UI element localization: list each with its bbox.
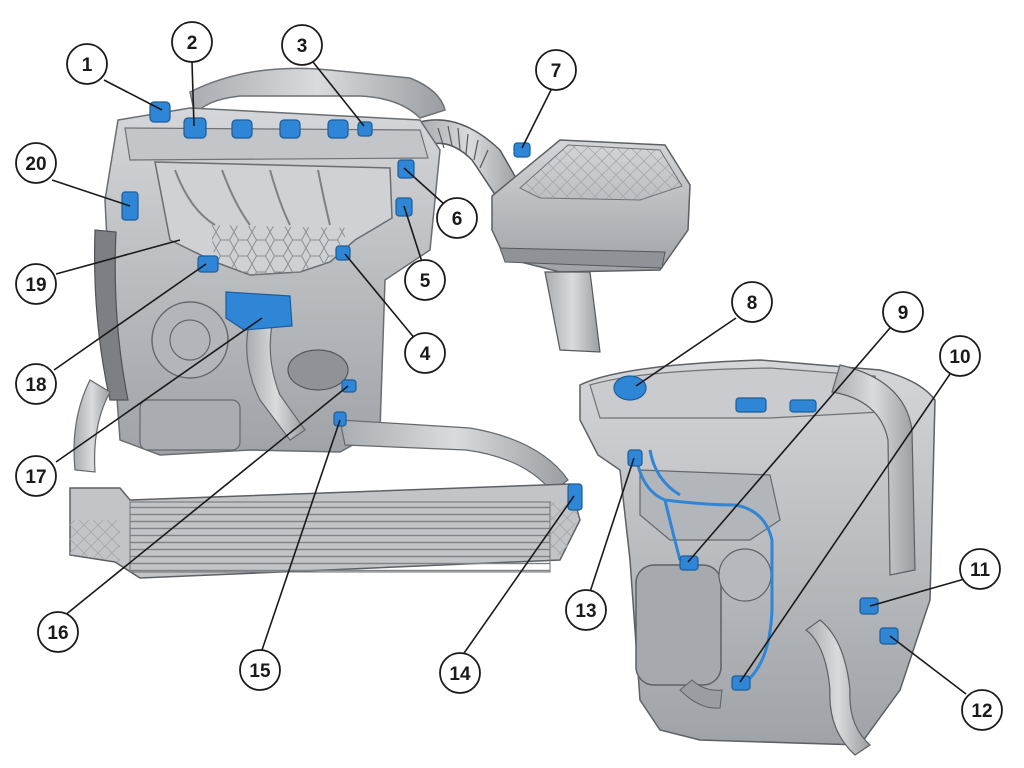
callout-16-number: 16 bbox=[47, 623, 68, 644]
sensor-11 bbox=[859, 597, 879, 615]
sensor-3 bbox=[357, 121, 373, 137]
callout-6: 6 bbox=[436, 197, 478, 239]
intercooler-core bbox=[129, 501, 551, 573]
air-filter-box bbox=[491, 139, 691, 353]
callout-1-number: 1 bbox=[82, 55, 93, 76]
sensor-2 bbox=[183, 117, 207, 139]
callout-16: 16 bbox=[37, 611, 79, 653]
sensor-12 bbox=[879, 627, 899, 645]
callout-3-number: 3 bbox=[297, 36, 308, 57]
callout-7: 7 bbox=[535, 49, 577, 91]
sensor-8 bbox=[613, 375, 647, 401]
injector-coil-a bbox=[231, 119, 253, 139]
cylinder-head bbox=[124, 127, 429, 161]
callout-11-number: 11 bbox=[970, 560, 991, 581]
callout-14: 14 bbox=[439, 652, 481, 694]
callout-18-number: 18 bbox=[25, 375, 46, 396]
intercooler-outlet-pipe bbox=[339, 419, 569, 493]
callout-6-number: 6 bbox=[452, 209, 463, 230]
left-engine-assembly bbox=[69, 67, 581, 579]
callout-2-number: 2 bbox=[187, 33, 198, 54]
callout-4: 4 bbox=[404, 332, 446, 374]
compressor bbox=[139, 399, 241, 451]
callout-9: 9 bbox=[882, 291, 924, 333]
callout-12: 12 bbox=[961, 689, 1003, 731]
callout-2: 2 bbox=[171, 21, 213, 63]
turbocharger bbox=[718, 548, 772, 602]
sensor-14 bbox=[567, 483, 583, 511]
callout-1: 1 bbox=[66, 43, 108, 85]
intercooler-inlet-pipe bbox=[73, 379, 111, 473]
right-injector-coils bbox=[735, 397, 767, 413]
callout-bubbles: 1 2 3 4 5 6 7 8 9 10 11 12 13 14 15 16 1… bbox=[15, 21, 1003, 731]
callout-17-number: 17 bbox=[25, 467, 46, 488]
sensor-17 bbox=[225, 291, 293, 331]
injector-coil-b bbox=[279, 119, 301, 139]
right-charge-pipe bbox=[831, 364, 916, 576]
callout-14-number: 14 bbox=[449, 664, 471, 685]
air-box-snorkel bbox=[544, 271, 601, 353]
callout-13-number: 13 bbox=[575, 601, 596, 622]
callout-8: 8 bbox=[731, 281, 773, 323]
sensor-13 bbox=[627, 449, 643, 467]
highlighted-sensors bbox=[121, 101, 899, 691]
callout-19-number: 19 bbox=[25, 275, 46, 296]
alternator bbox=[151, 301, 229, 379]
callout-4-number: 4 bbox=[420, 344, 431, 365]
callout-15-number: 15 bbox=[249, 661, 271, 682]
oil-filter-cartridge bbox=[635, 564, 722, 686]
callout-5: 5 bbox=[404, 259, 446, 301]
manifold-hex-pattern bbox=[210, 225, 350, 275]
callout-9-number: 9 bbox=[898, 303, 909, 324]
callout-17: 17 bbox=[15, 455, 57, 497]
sensor-wiring-harness bbox=[633, 449, 774, 682]
right-engine-assembly bbox=[579, 359, 936, 756]
upper-charge-pipe bbox=[189, 67, 446, 119]
callout-7-number: 7 bbox=[551, 61, 562, 82]
callout-8-number: 8 bbox=[747, 293, 758, 314]
right-lower-hose bbox=[804, 619, 871, 756]
leader-lines bbox=[51, 61, 969, 695]
drive-belt bbox=[93, 229, 129, 401]
sensor-18 bbox=[197, 255, 219, 273]
callout-10-number: 10 bbox=[949, 347, 970, 368]
injector-coil-c bbox=[327, 119, 349, 139]
manifold-runners bbox=[174, 169, 331, 226]
oil-filter-housing bbox=[287, 349, 349, 391]
callout-10: 10 bbox=[939, 335, 981, 377]
sensor-16 bbox=[341, 379, 357, 393]
sensor-10 bbox=[731, 675, 751, 691]
callout-13: 13 bbox=[565, 589, 607, 631]
callout-20-number: 20 bbox=[25, 154, 46, 175]
sensor-7 bbox=[513, 142, 531, 158]
callout-12-number: 12 bbox=[971, 701, 992, 722]
sensor-9 bbox=[679, 555, 699, 571]
callout-19: 19 bbox=[15, 263, 57, 305]
callout-3: 3 bbox=[281, 24, 323, 66]
air-box-lid bbox=[519, 144, 683, 201]
callout-11: 11 bbox=[959, 548, 1001, 590]
callout-5-number: 5 bbox=[420, 271, 431, 292]
callout-20: 20 bbox=[15, 142, 57, 184]
lower-coolant-pipe bbox=[246, 319, 306, 441]
callout-15: 15 bbox=[239, 649, 281, 691]
callout-18: 18 bbox=[15, 363, 57, 405]
sensor-15 bbox=[333, 411, 347, 427]
air-duct-corrugations bbox=[437, 125, 489, 169]
